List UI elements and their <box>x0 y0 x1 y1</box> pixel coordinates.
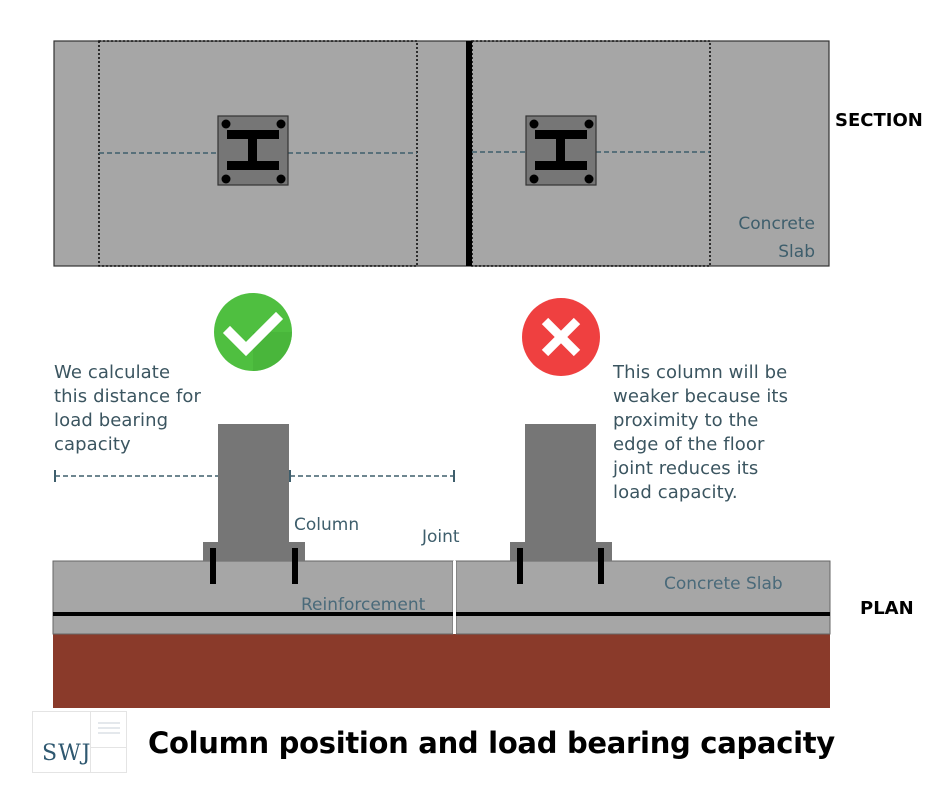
plan-view-label: PLAN <box>860 598 914 619</box>
bad-note-line: This column will be <box>613 362 788 383</box>
bad-note: This column will be weaker because its p… <box>613 361 788 505</box>
good-note: We calculate this distance for load bear… <box>54 361 201 457</box>
bad-note-line: joint reduces its <box>613 458 759 479</box>
good-note-line: this distance for <box>54 386 202 407</box>
section-view-label: SECTION <box>835 110 923 131</box>
plan-slab-right <box>455 560 831 635</box>
section-slab-label-line2: Slab <box>778 242 815 262</box>
i-beam-icon <box>525 115 597 186</box>
reinforcement-label: Reinforcement <box>301 595 426 615</box>
section-joint-line <box>466 41 472 266</box>
logo-frame <box>32 711 127 773</box>
column-label: Column <box>294 515 360 535</box>
swj-logo: SWJ <box>32 711 128 773</box>
section-slab-label-line1: Concrete <box>738 214 815 234</box>
good-note-line: capacity <box>54 434 131 455</box>
bad-note-line: edge of the floor <box>613 434 765 455</box>
section-slab-label: Concrete Slab <box>727 214 815 262</box>
reinforcement-bar <box>53 612 830 616</box>
section-slab <box>53 40 830 267</box>
good-note-line: We calculate <box>54 362 171 383</box>
plan-column-right <box>510 424 612 584</box>
plan-joint-gap <box>453 561 456 634</box>
bad-note-line: weaker because its <box>613 386 789 407</box>
plan-slab-left <box>52 560 454 635</box>
joint-label: Joint <box>422 527 460 547</box>
check-circle-icon <box>214 293 292 371</box>
logo-text: SWJ <box>42 741 92 766</box>
bad-note-line: proximity to the <box>613 410 759 431</box>
plan-column-left <box>203 424 305 584</box>
i-beam-icon <box>217 115 289 186</box>
ground <box>53 634 830 708</box>
plan-slab-label: Concrete Slab <box>664 574 783 594</box>
page-title: Column position and load bearing capacit… <box>148 726 835 760</box>
bad-note-line: load capacity. <box>613 482 738 503</box>
section-view <box>53 40 830 267</box>
x-circle-icon <box>522 298 600 376</box>
plan-view <box>52 424 831 708</box>
good-note-line: load bearing <box>54 410 169 431</box>
